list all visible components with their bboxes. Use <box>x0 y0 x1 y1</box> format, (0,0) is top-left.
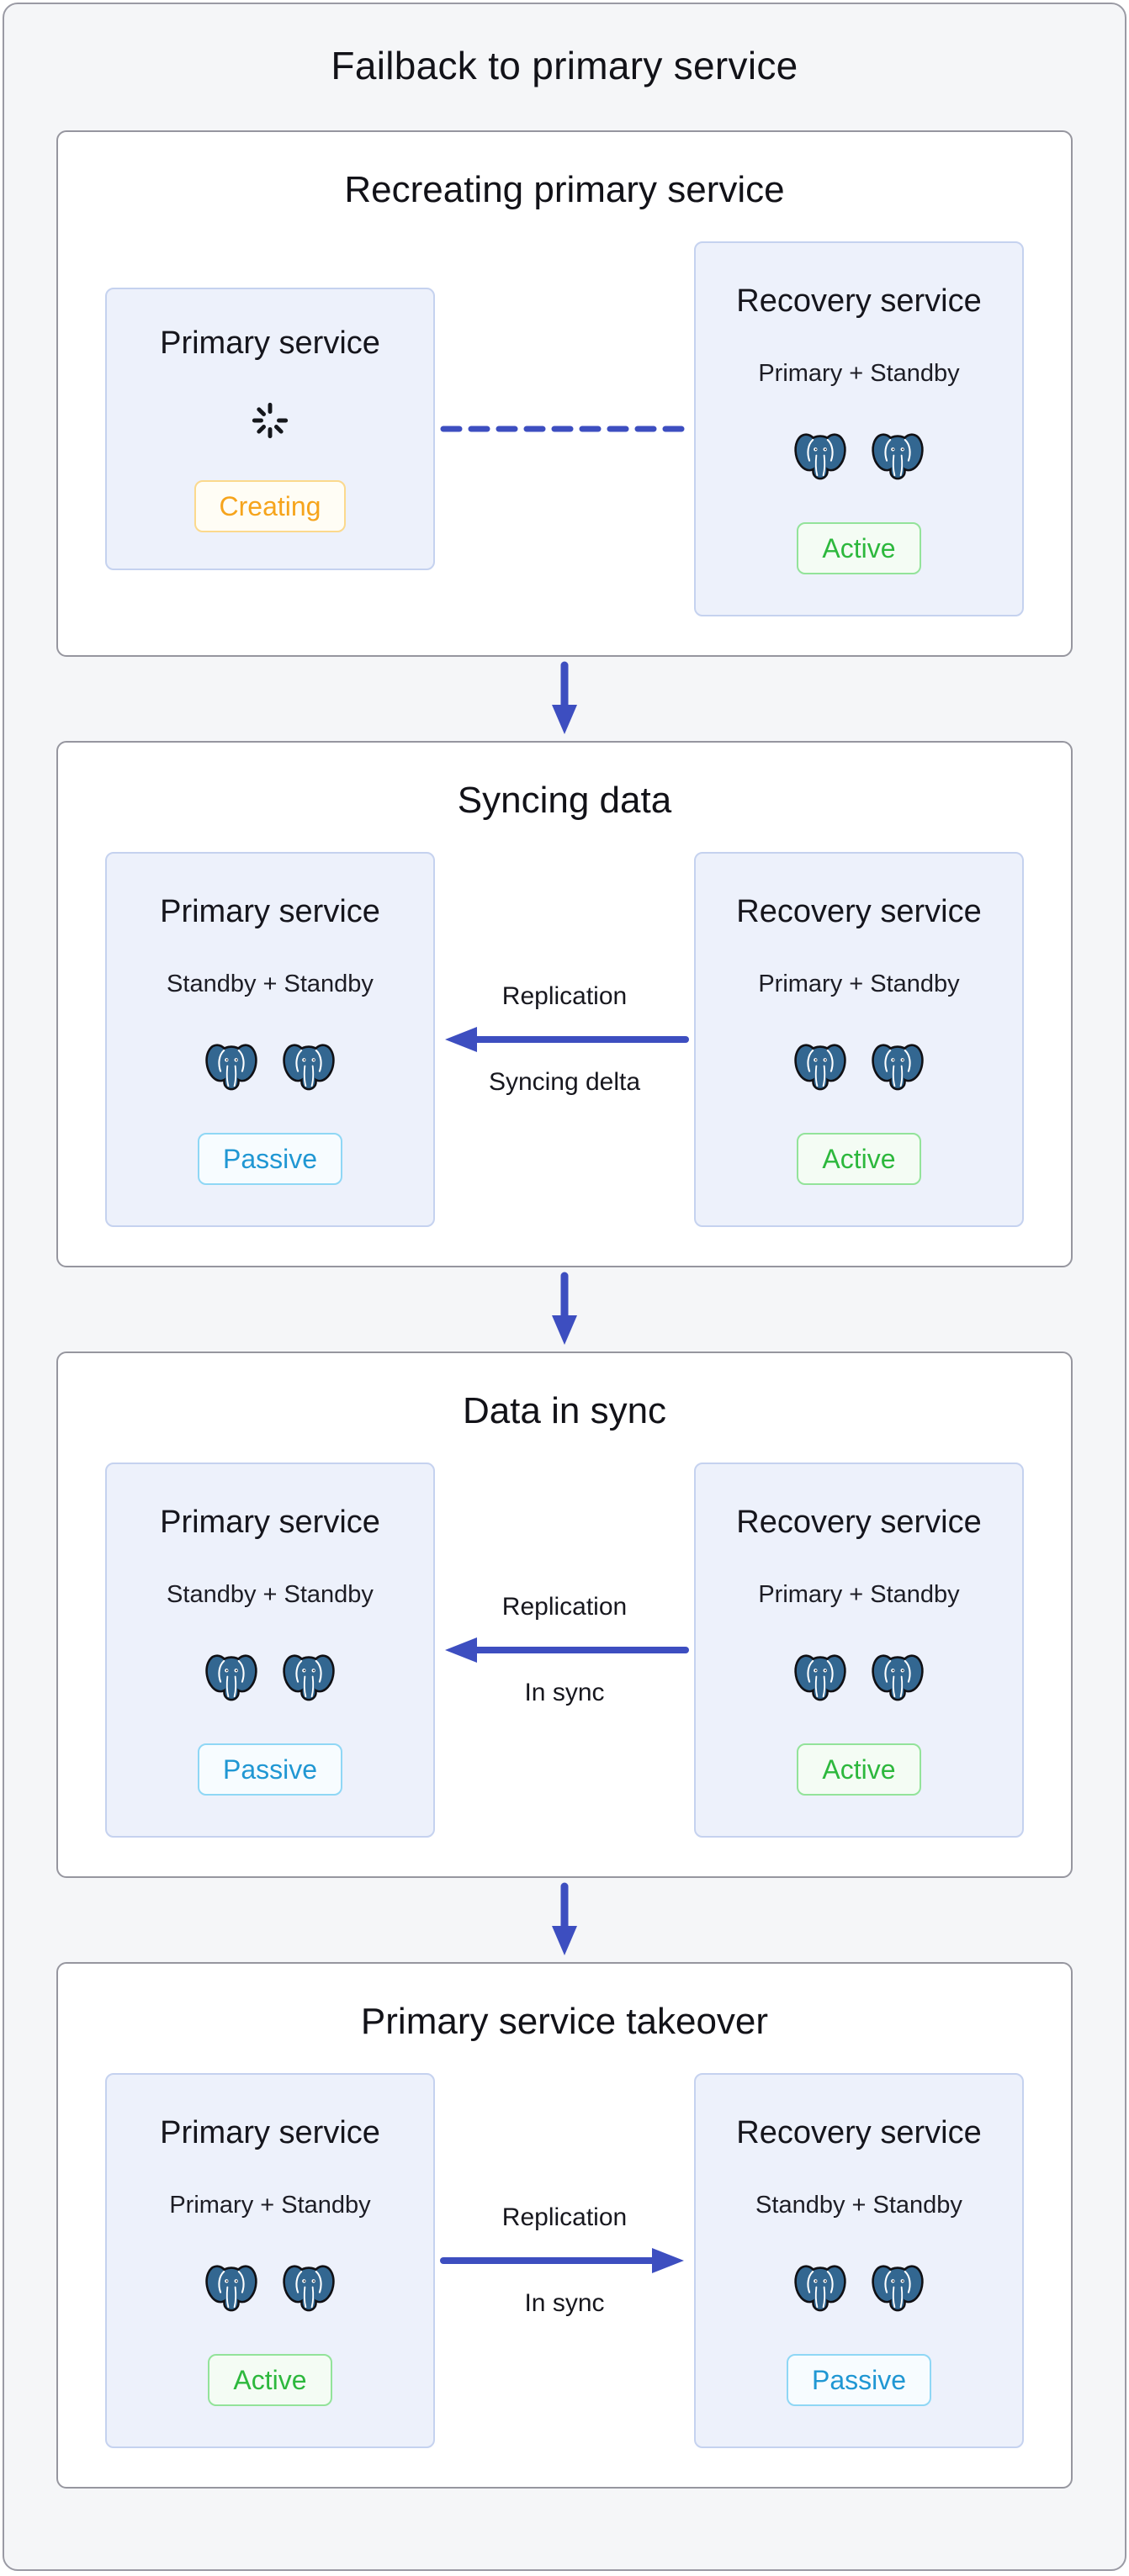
flow-down-arrow-icon <box>549 661 580 737</box>
replication-arrow-right-icon <box>440 2248 684 2273</box>
recovery-service-node: Recovery service Standby + Standby Passi… <box>694 2073 1024 2448</box>
status-badge: Active <box>797 1132 921 1186</box>
primary-service-node: Primary service Standby + Standby Passiv… <box>105 852 435 1227</box>
node-title: Primary service <box>160 2114 380 2150</box>
postgres-elephant-icon <box>204 1649 259 1703</box>
stage-data-in-sync: Data in sync Primary service Standby + S… <box>56 1351 1073 1878</box>
postgres-elephant-pair <box>792 2260 925 2314</box>
node-subtitle: Primary + Standby <box>758 970 960 997</box>
primary-service-node: Primary service Primary + Standby Active <box>105 2073 435 2448</box>
stage-title: Data in sync <box>462 1390 667 1431</box>
postgres-elephant-icon <box>870 428 925 482</box>
postgres-elephant-icon <box>870 1649 925 1703</box>
stages-container: Recreating primary service Primary servi… <box>4 130 1125 2489</box>
postgres-elephant-icon <box>792 2260 848 2314</box>
stage-title: Recreating primary service <box>344 169 785 210</box>
postgres-elephant-icon <box>870 1039 925 1092</box>
flow-down-arrow-icon <box>549 1882 580 1958</box>
connector-label-top: Replication <box>501 982 628 1010</box>
replication-arrow-left-icon <box>445 1637 689 1663</box>
recovery-service-node: Recovery service Primary + Standby Activ… <box>694 1463 1024 1838</box>
node-title: Primary service <box>160 1504 380 1540</box>
postgres-elephant-icon <box>281 1039 337 1092</box>
stage-syncing-data: Syncing data Primary service Standby + S… <box>56 741 1073 1267</box>
stage-title: Syncing data <box>457 780 672 821</box>
connector-label-bottom: Syncing delta <box>488 1068 641 1096</box>
status-badge: Active <box>208 2353 332 2407</box>
postgres-elephant-pair <box>204 1649 337 1703</box>
node-subtitle: Primary + Standby <box>758 1580 960 1608</box>
postgres-elephant-icon <box>870 2260 925 2314</box>
recovery-service-node: Recovery service Primary + Standby Activ… <box>694 241 1024 616</box>
connector-label-bottom: In sync <box>524 2289 605 2317</box>
postgres-elephant-icon <box>204 2260 259 2314</box>
replication-arrow-left-icon <box>445 1027 689 1052</box>
node-title: Recovery service <box>736 283 982 319</box>
diagram-canvas: Failback to primary service Recreating p… <box>3 3 1126 2571</box>
connector-label-top: Replication <box>501 1593 628 1621</box>
postgres-elephant-pair <box>204 1039 337 1092</box>
node-subtitle: Primary + Standby <box>758 359 960 387</box>
postgres-elephant-icon <box>792 1649 848 1703</box>
recovery-service-node: Recovery service Primary + Standby Activ… <box>694 852 1024 1227</box>
replication-connector: Replication In sync <box>435 1593 694 1707</box>
postgres-elephant-icon <box>204 1039 259 1092</box>
replication-connector: Replication Syncing delta <box>435 982 694 1097</box>
diagram-title: Failback to primary service <box>331 44 798 87</box>
flow-down-arrow-icon <box>549 1272 580 1347</box>
node-subtitle: Primary + Standby <box>169 2191 371 2219</box>
status-badge: Passive <box>197 1132 343 1186</box>
status-badge: Passive <box>197 1743 343 1796</box>
primary-service-node: Primary service Standby + Standby Passiv… <box>105 1463 435 1838</box>
node-subtitle: Standby + Standby <box>167 970 374 997</box>
node-title: Recovery service <box>736 893 982 929</box>
stage-recreating-primary-service: Recreating primary service Primary servi… <box>56 130 1073 657</box>
status-badge: Passive <box>786 2353 932 2407</box>
node-title: Recovery service <box>736 2114 982 2150</box>
node-subtitle: Standby + Standby <box>167 1580 374 1608</box>
stage-primary-service-takeover: Primary service takeover Primary service… <box>56 1962 1073 2489</box>
stage-title: Primary service takeover <box>360 2001 769 2042</box>
postgres-elephant-icon <box>281 1649 337 1703</box>
postgres-elephant-icon <box>792 1039 848 1092</box>
connector-label-top: Replication <box>501 2203 628 2231</box>
node-title: Recovery service <box>736 1504 982 1540</box>
replication-connector <box>435 423 694 435</box>
postgres-elephant-pair <box>792 1039 925 1092</box>
postgres-elephant-icon <box>792 428 848 482</box>
postgres-elephant-icon <box>281 2260 337 2314</box>
node-title: Primary service <box>160 893 380 929</box>
postgres-elephant-pair <box>792 1649 925 1703</box>
connector-label-bottom: In sync <box>524 1679 605 1706</box>
node-subtitle: Standby + Standby <box>755 2191 962 2219</box>
primary-service-node: Primary service Creating <box>105 288 435 570</box>
postgres-elephant-pair <box>204 2260 337 2314</box>
dashed-link-line-icon <box>440 426 689 432</box>
status-badge: Active <box>797 521 921 575</box>
spinner-icon <box>252 403 289 439</box>
status-badge: Creating <box>193 479 347 533</box>
postgres-elephant-pair <box>792 428 925 482</box>
status-badge: Active <box>797 1743 921 1796</box>
replication-connector: Replication In sync <box>435 2203 694 2318</box>
node-title: Primary service <box>160 325 380 361</box>
